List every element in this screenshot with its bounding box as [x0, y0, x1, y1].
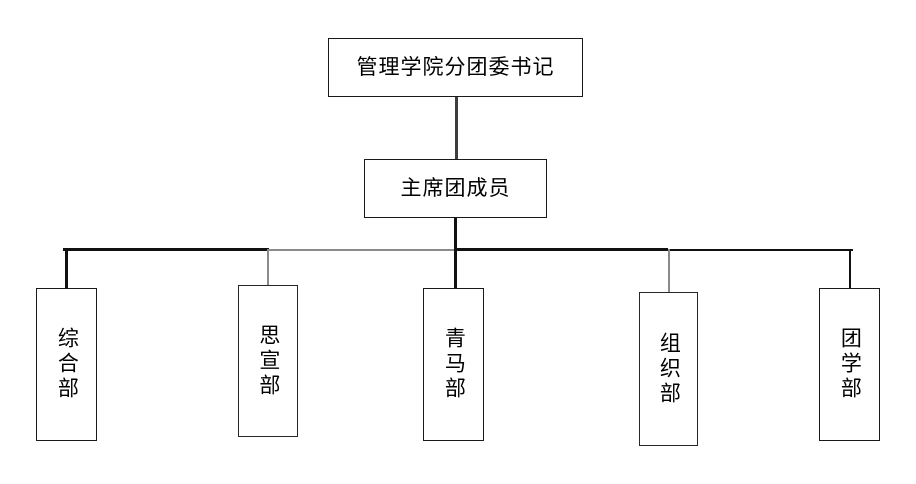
bus-segment-left-mid	[267, 249, 457, 251]
node-label-dept3: 青马部	[442, 327, 467, 402]
node-box-dept3[interactable]: 青马部	[423, 288, 484, 441]
edge-root-to-presidium	[455, 97, 458, 159]
edge-bus-to-dept2	[267, 249, 269, 286]
node-label-dept1: 综合部	[55, 327, 80, 402]
node-label-dept2: 思宣部	[256, 323, 281, 399]
node-box-dept1[interactable]: 综合部	[36, 288, 97, 441]
edge-bus-to-dept5	[849, 249, 851, 289]
node-box-dept2[interactable]: 思宣部	[238, 285, 298, 437]
node-label-dept4: 组织部	[657, 331, 682, 407]
bus-segment-right-mid	[454, 248, 668, 251]
edge-bus-to-dept3	[454, 248, 457, 288]
edge-bus-to-dept1	[65, 248, 68, 288]
bus-segment-left	[63, 248, 269, 251]
edge-bus-to-dept4	[668, 249, 670, 293]
node-label-root: 管理学院分团委书记	[356, 55, 555, 79]
edge-presidium-to-bus	[454, 218, 457, 251]
node-box-dept5[interactable]: 团学部	[819, 288, 880, 441]
node-box-root[interactable]: 管理学院分团委书记	[328, 38, 583, 97]
bus-segment-right	[667, 249, 853, 251]
node-box-dept4[interactable]: 组织部	[639, 292, 698, 446]
node-label-presidium: 主席团成员	[400, 176, 511, 200]
node-box-presidium[interactable]: 主席团成员	[364, 159, 547, 218]
node-label-dept5: 团学部	[838, 327, 863, 402]
